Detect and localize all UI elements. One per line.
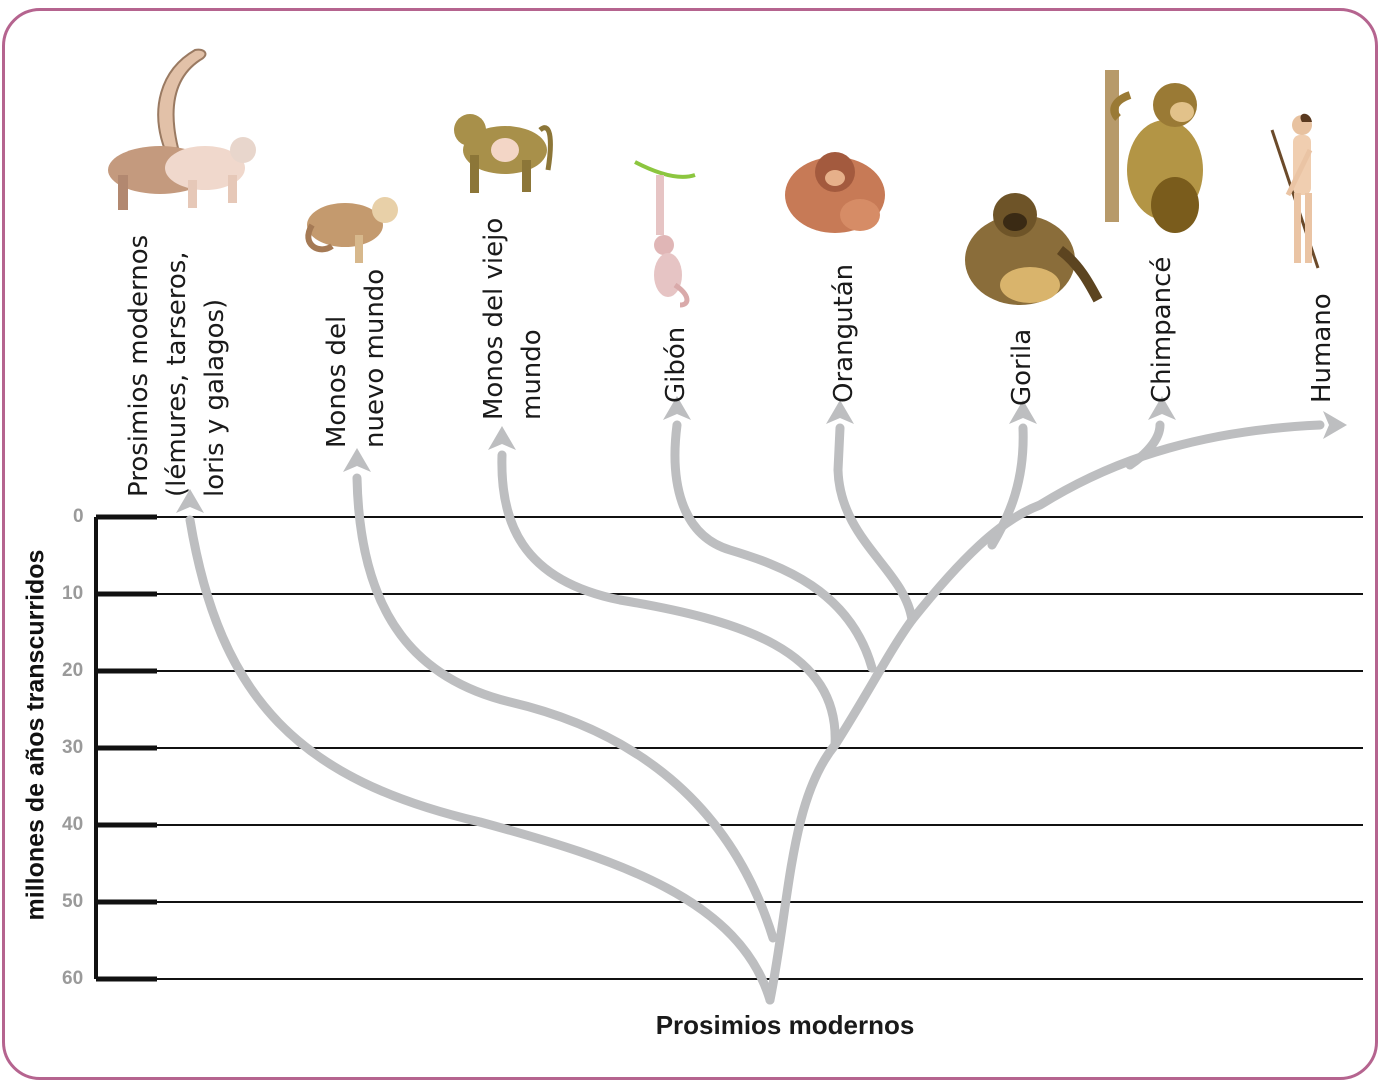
branch-old-world [502, 455, 835, 745]
taxon-label-line: (lémures, tarseros, [158, 235, 196, 497]
lemur-icon [108, 50, 256, 210]
tick-label: 30 [62, 737, 83, 759]
tick-label: 0 [73, 506, 84, 528]
arrowhead [343, 448, 371, 472]
branch-orangutan [838, 428, 912, 620]
taxon-label-line: loris y galagos) [196, 235, 234, 497]
taxon-label-line: Orangután [825, 264, 863, 403]
root-label: Prosimios modernos [0, 1010, 1385, 1041]
time-grid [96, 517, 1363, 979]
tick-label: 60 [62, 968, 83, 990]
branch-main [770, 425, 1320, 1000]
new-world-monkey-icon [307, 197, 398, 263]
human-icon [1272, 114, 1318, 268]
taxon-label-line: mundo [513, 218, 551, 420]
taxon-label-line: Prosimios modernos [120, 235, 158, 497]
branch-chimp [1130, 425, 1160, 465]
branch-prosimians [190, 520, 770, 1000]
animal-icons [108, 50, 1318, 305]
taxon-label-line: Gorila [1003, 329, 1041, 406]
orangutan-icon [785, 152, 885, 233]
tick-label: 50 [62, 891, 83, 913]
taxon-label-line: Monos del [318, 269, 356, 448]
taxon-label-line: Chimpancé [1143, 257, 1181, 403]
tick-label: 20 [62, 660, 83, 682]
arrowhead [488, 426, 516, 450]
branch-new-world [357, 478, 773, 938]
taxon-label-line: Humano [1303, 293, 1341, 403]
arrowhead [1323, 411, 1347, 439]
gibbon-icon [635, 162, 695, 305]
tick-label: 10 [62, 583, 83, 605]
taxon-label-line: Gibón [657, 327, 695, 403]
taxon-label-line: nuevo mundo [356, 269, 394, 448]
taxon-label-line: Monos del viejo [475, 218, 513, 420]
arrowhead [826, 400, 854, 424]
chimpanzee-icon [1105, 70, 1203, 233]
old-world-monkey-icon [454, 114, 550, 193]
branches [190, 425, 1320, 1000]
gorilla-icon [965, 193, 1098, 305]
tick-label: 40 [62, 814, 83, 836]
y-axis-title: millones de años transcurridos [22, 550, 51, 921]
